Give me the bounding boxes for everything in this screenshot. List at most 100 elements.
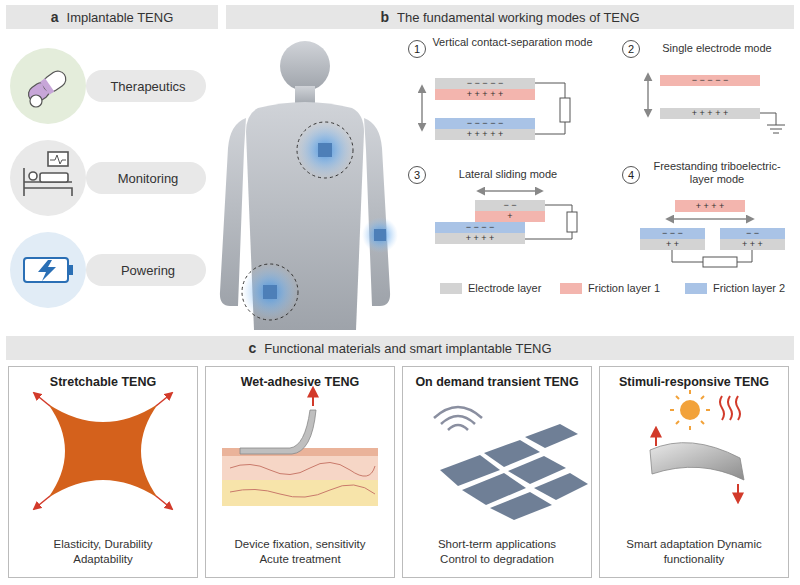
legend-entry: Electrode layer	[440, 282, 541, 294]
feature-card: On demand transient TENGShort-term appli…	[402, 366, 592, 578]
charge-signs: − − −	[640, 228, 705, 239]
implant-glow	[374, 229, 386, 241]
battery-icon	[24, 258, 73, 282]
legend-text: Electrode layer	[468, 282, 541, 294]
node-title: 4	[628, 169, 634, 181]
lateral-sliding-mode	[435, 233, 525, 244]
node-title: a	[51, 9, 59, 25]
implant-glow	[242, 264, 298, 320]
stimuli-sheet	[650, 443, 744, 480]
single-electrode-mode	[660, 75, 760, 86]
bed-icon	[24, 168, 72, 196]
node-text: The fundamental working modes of TENG	[397, 10, 640, 25]
node-title: 2	[628, 43, 634, 55]
stimuli-sheet	[655, 428, 657, 446]
freestanding-mode	[675, 200, 745, 212]
single-electrode-mode	[647, 74, 649, 116]
human-body	[220, 118, 246, 306]
transient-tiles	[534, 473, 588, 500]
panel-header: a Implantable TENG	[6, 5, 218, 29]
stimuli-sheet	[670, 390, 710, 430]
charge-signs: +	[475, 211, 545, 222]
human-body	[246, 102, 364, 330]
freestanding-mode	[720, 228, 785, 239]
skin-adhesive	[230, 462, 375, 497]
mode-title: Lateral sliding mode	[428, 168, 588, 181]
lateral-sliding-mode	[435, 191, 577, 244]
icon-circles	[10, 48, 86, 124]
mode-title: Single electrode mode	[642, 42, 792, 55]
battery-icon	[68, 265, 73, 275]
stretchable-star	[156, 496, 172, 509]
lateral-sliding-mode	[475, 200, 545, 211]
node-text: Implantable TENG	[67, 10, 174, 25]
bed-icon	[24, 152, 72, 196]
node-title: Therapeutics	[110, 79, 185, 94]
stretchable-star	[34, 496, 50, 509]
legend-swatch	[560, 283, 582, 294]
mode-number: 2	[622, 40, 640, 58]
stimuli-sheet	[737, 484, 739, 502]
node-text: Short-term applications Control to degra…	[427, 537, 567, 567]
vertical-mode	[435, 78, 535, 89]
charge-signs: + + + + +	[435, 129, 535, 140]
stimuli-sheet	[680, 400, 700, 420]
stretchable-star	[48, 404, 158, 498]
bed-icon	[40, 173, 68, 182]
charge-signs: + + +	[720, 239, 785, 250]
vertical-mode	[435, 118, 535, 129]
skin-adhesive	[240, 410, 316, 454]
node-title: c	[248, 340, 256, 356]
charge-signs: − − − − −	[435, 118, 535, 129]
transient-tiles	[525, 424, 578, 448]
freestanding-mode	[667, 218, 753, 220]
vertical-mode	[560, 98, 570, 122]
charge-signs: − −	[475, 200, 545, 211]
transient-tiles	[434, 407, 482, 430]
feature-card: Stimuli-responsive TENG Smart adaptation …	[599, 366, 789, 578]
charge-signs: + + + +	[675, 200, 745, 212]
charge-signs: − −	[720, 228, 785, 239]
category-pill: Powering	[86, 254, 206, 286]
icon-circles	[10, 48, 86, 308]
single-electrode-mode	[760, 113, 785, 133]
legend-swatch	[440, 283, 462, 294]
freestanding-mode	[640, 200, 785, 267]
legend-text: Friction layer 1	[588, 282, 660, 294]
capsule-icon	[40, 68, 69, 95]
implant-glow	[362, 217, 398, 253]
legend-swatch	[685, 283, 707, 294]
charge-signs: − − − − −	[660, 75, 760, 86]
implant-glow	[318, 143, 332, 157]
lateral-sliding-mode	[435, 222, 525, 233]
node-title: Stimuli-responsive TENG	[619, 375, 769, 389]
skin-adhesive	[222, 456, 378, 480]
transient-tiles	[490, 492, 552, 520]
skin-adhesive	[222, 480, 378, 506]
bed-icon	[29, 172, 37, 180]
skin-adhesive	[312, 388, 314, 406]
stretchable-star	[34, 393, 50, 406]
node-title: Powering	[121, 263, 175, 278]
lateral-sliding-mode	[475, 211, 545, 222]
implant-glow	[263, 285, 277, 299]
node-title: Monitoring	[118, 171, 179, 186]
vertical-mode	[422, 78, 570, 140]
human-body	[220, 41, 390, 330]
mode-title: Freestanding triboelectric-layer mode	[642, 160, 792, 186]
node-title: b	[380, 9, 389, 25]
node-text: Elasticity, Durability Adaptability	[33, 537, 173, 567]
pill-icon	[30, 95, 42, 107]
panel-header: b The fundamental working modes of TENG	[226, 5, 794, 29]
charge-signs: + + + + +	[660, 108, 760, 119]
battery-icon	[24, 258, 68, 282]
node-title: 1	[414, 43, 420, 55]
node-text: Smart adaptation Dynamic functionality	[624, 537, 764, 567]
feature-card: Wet-adhesive TENGDevice fixation, sensit…	[205, 366, 395, 578]
single-electrode-mode	[648, 74, 785, 133]
human-body	[280, 41, 330, 91]
implant-glow	[297, 122, 353, 178]
node-title: Stretchable TENG	[50, 375, 156, 389]
battery-icon	[38, 260, 56, 281]
implant-glow	[242, 264, 298, 320]
